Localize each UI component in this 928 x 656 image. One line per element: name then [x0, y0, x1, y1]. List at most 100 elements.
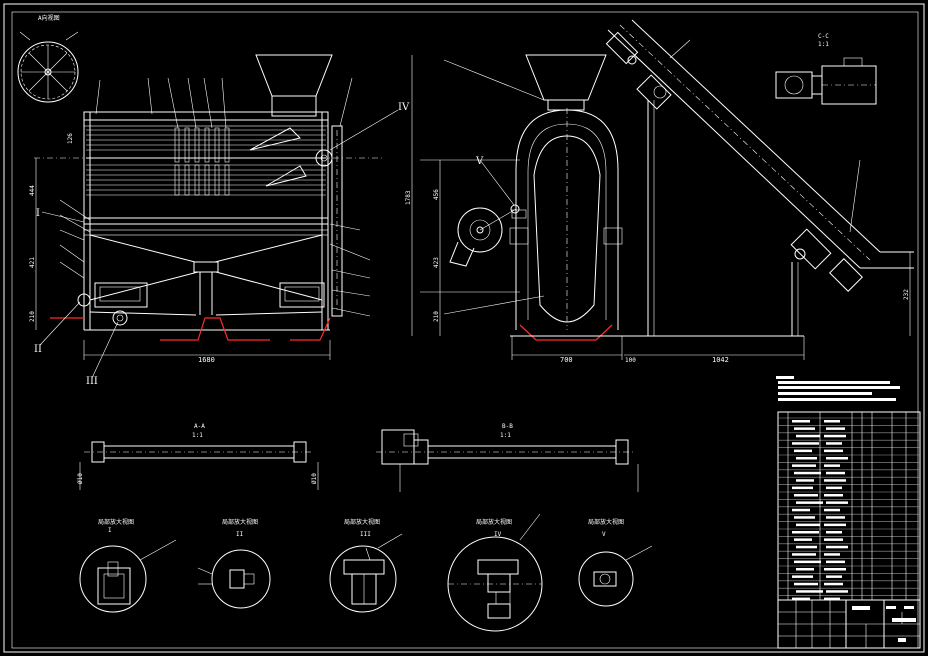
- parts-list-cell-mark: [792, 597, 810, 601]
- parts-list-cell-mark: [792, 575, 813, 578]
- detail-III: 局部放大视图 III: [329, 518, 403, 613]
- svg-text:126: 126: [67, 133, 74, 144]
- parts-list-cell-mark: [792, 420, 810, 423]
- side-view: 700 100 1783 456 423 210 V: [405, 54, 636, 364]
- fan-wheel-view: A向视图: [17, 14, 79, 103]
- parts-list-cell-mark: [792, 486, 813, 490]
- motor-view-c: C-C 1:1: [775, 33, 877, 105]
- parts-list-cell-mark: [794, 494, 818, 497]
- parts-list-cell-mark: [824, 597, 840, 601]
- callout-III: III: [86, 376, 98, 387]
- parts-list-cell-mark: [794, 516, 815, 519]
- parts-list-cell-mark: [826, 575, 842, 578]
- parts-list-cell-mark: [826, 427, 845, 430]
- svg-text:1:1: 1:1: [818, 41, 829, 48]
- parts-list-cell-mark: [826, 545, 848, 549]
- callout-IV: IV: [398, 102, 410, 113]
- parts-list-cell-mark: [794, 560, 821, 564]
- svg-text:1:1: 1:1: [192, 432, 203, 439]
- svg-text:III: III: [360, 531, 371, 538]
- shaft-section-a: A-A 1:1 Ø10 Ø10: [77, 423, 319, 490]
- parts-list-table: [777, 411, 921, 649]
- parts-list-cell-mark: [794, 471, 821, 475]
- svg-text:210: 210: [433, 311, 440, 322]
- motor-right: [279, 282, 325, 308]
- parts-list-cell-mark: [794, 449, 812, 453]
- svg-text:Ø10: Ø10: [311, 473, 318, 484]
- svg-text:210: 210: [29, 311, 36, 322]
- svg-text:700: 700: [560, 356, 573, 364]
- shaft-section-b: B-B 1:1: [376, 423, 639, 492]
- screen-bars: [174, 127, 230, 196]
- outer-frame: [3, 3, 925, 653]
- front-hopper: [255, 54, 333, 97]
- svg-text:IV: IV: [494, 531, 502, 538]
- svg-text:100: 100: [625, 357, 636, 364]
- side-hopper: [525, 54, 607, 101]
- parts-list-cell-mark: [826, 457, 848, 460]
- parts-list-cell-mark: [794, 582, 818, 586]
- parts-list-cell-mark: [796, 479, 814, 482]
- parts-list-cell-mark: [824, 479, 846, 482]
- parts-list-cell-mark: [796, 590, 823, 593]
- parts-list-cell-mark: [826, 501, 848, 504]
- svg-text:423: 423: [433, 257, 440, 268]
- svg-text:局部放大视图: 局部放大视图: [98, 518, 134, 526]
- callout-I: I: [36, 208, 40, 219]
- front-view: 1680 444 421 210 126 I II III IV: [29, 54, 410, 387]
- svg-text:A向视图: A向视图: [38, 14, 60, 22]
- svg-text:局部放大视图: 局部放大视图: [588, 518, 624, 526]
- parts-list-cell-mark: [824, 420, 840, 423]
- svg-text:局部放大视图: 局部放大视图: [344, 518, 380, 526]
- side-pulley: [457, 207, 503, 253]
- parts-list-cell-mark: [824, 434, 846, 438]
- svg-text:II: II: [236, 531, 244, 538]
- parts-list-cell-mark: [826, 560, 845, 564]
- svg-text:A-A: A-A: [194, 423, 205, 430]
- parts-list-cell-mark: [824, 449, 843, 453]
- parts-list-cell-mark: [792, 442, 819, 445]
- parts-list-cell-mark: [826, 486, 842, 490]
- svg-text:456: 456: [433, 189, 440, 200]
- inclined-conveyor: 1042 232: [605, 19, 914, 364]
- title-block: [778, 599, 920, 648]
- svg-text:1:1: 1:1: [500, 432, 511, 439]
- parts-list-cell-mark: [824, 464, 840, 467]
- parts-list-cell-mark: [824, 568, 846, 571]
- callout-II: II: [34, 344, 42, 355]
- detail-V: 局部放大视图 V: [578, 518, 653, 607]
- parts-list-cell-mark: [824, 538, 843, 541]
- parts-list-cell-mark: [792, 508, 810, 512]
- detail-IV: 局部放大视图 IV: [447, 513, 543, 632]
- parts-list-cell-mark: [824, 523, 846, 527]
- svg-text:1042: 1042: [712, 356, 729, 364]
- screen-layers: [86, 129, 326, 196]
- parts-list-cell-mark: [826, 442, 842, 445]
- svg-text:444: 444: [29, 185, 36, 196]
- parts-list-cell-mark: [796, 568, 814, 571]
- svg-text:Ø10: Ø10: [77, 473, 84, 484]
- inner-frame: [11, 11, 919, 649]
- technical-notes: [776, 376, 900, 401]
- callout-V: V: [475, 156, 484, 167]
- parts-list-cell-mark: [796, 545, 817, 549]
- parts-list-cell-mark: [826, 471, 845, 475]
- parts-list-cell-mark: [826, 516, 845, 519]
- parts-list-cell-mark: [794, 538, 812, 541]
- detail-II: 局部放大视图 II: [197, 518, 271, 609]
- dim-overall-width: 1680: [198, 356, 215, 364]
- svg-text:局部放大视图: 局部放大视图: [222, 518, 258, 526]
- svg-text:B-B: B-B: [502, 423, 513, 430]
- detail-I: 局部放大视图 I: [79, 518, 177, 613]
- svg-text:局部放大视图: 局部放大视图: [476, 518, 512, 526]
- parts-list-cell-mark: [792, 553, 816, 556]
- svg-text:V: V: [602, 531, 606, 538]
- parts-list-cell-mark: [824, 494, 843, 497]
- svg-text:1783: 1783: [405, 190, 412, 205]
- parts-list-cell-mark: [794, 427, 815, 430]
- parts-list-cell-mark: [796, 523, 820, 527]
- parts-list-cell-mark: [824, 553, 840, 556]
- motor-left: [94, 282, 148, 308]
